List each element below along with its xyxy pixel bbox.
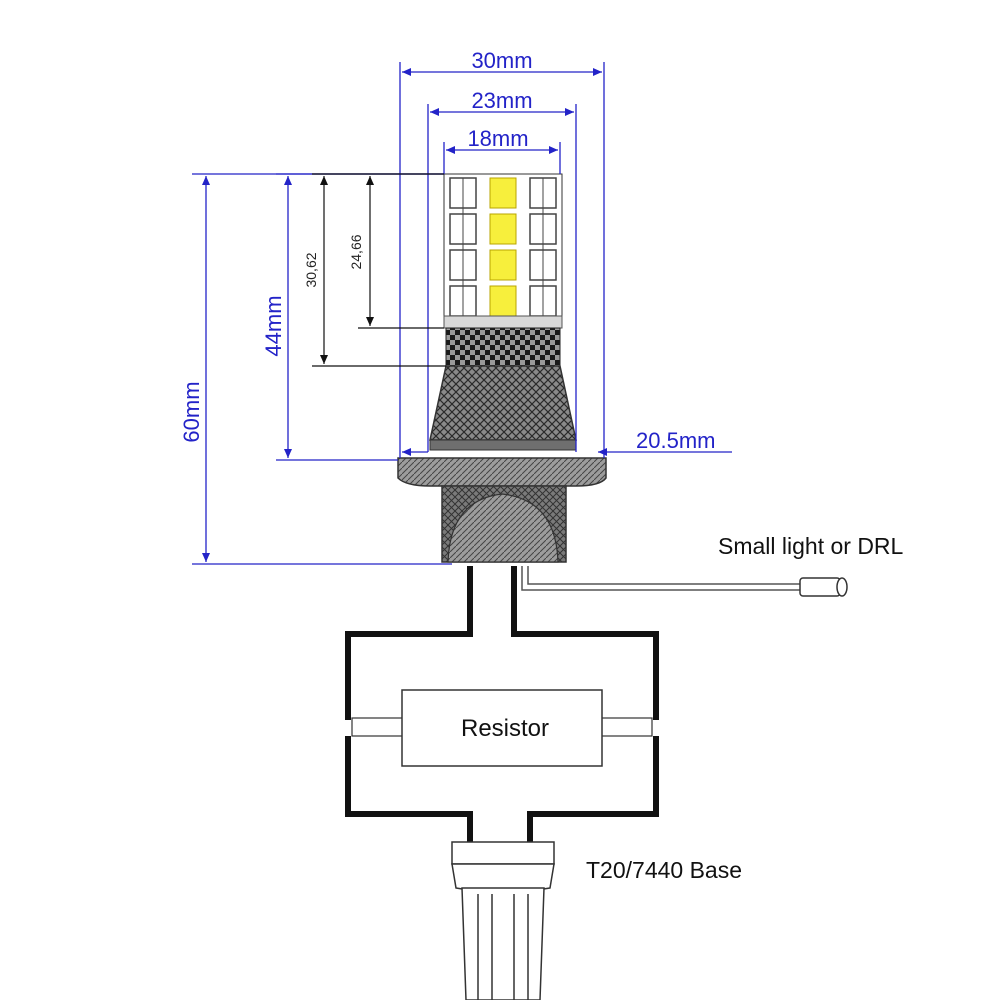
bulb (397, 173, 607, 563)
resistor-label: Resistor (461, 715, 549, 742)
bulb-body (429, 365, 577, 441)
dim-20-5mm-label: 20.5mm (636, 428, 715, 453)
drl-lead (521, 566, 848, 597)
dim-30-62-label: 30,62 (303, 252, 319, 287)
inner-dimension-lines (312, 173, 446, 367)
dim-30mm-label: 30mm (471, 48, 532, 73)
led-array (443, 173, 563, 329)
flange (397, 457, 607, 487)
t20-base (451, 841, 555, 1000)
dim-24-66-label: 24,66 (348, 234, 364, 269)
drl-label: Small light or DRL (718, 533, 904, 559)
dim-44mm-label: 44mm (261, 295, 286, 356)
base-label: T20/7440 Base (586, 857, 742, 883)
dim-18mm-label: 18mm (467, 126, 528, 151)
resistor (401, 689, 603, 767)
heat-sink-band (445, 327, 561, 367)
wiring-harness (345, 566, 659, 842)
dim-23mm-label: 23mm (471, 88, 532, 113)
dim-60mm-label: 60mm (179, 381, 204, 442)
